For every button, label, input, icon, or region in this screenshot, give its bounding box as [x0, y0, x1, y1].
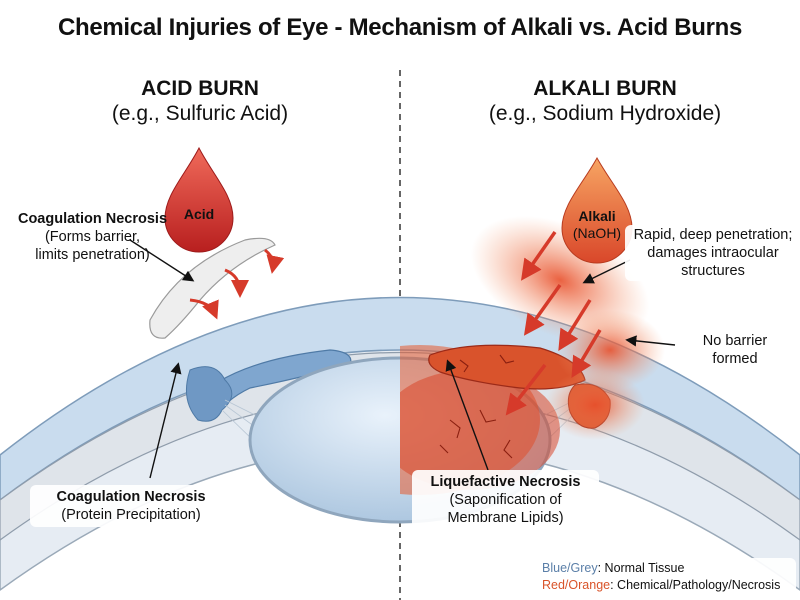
legend-normal-text: : Normal Tissue [597, 561, 685, 575]
alkali-example: (e.g., Sodium Hydroxide) [488, 102, 722, 125]
callout-line-penetration [582, 259, 631, 284]
alkali-necrosis-title: Liquefactive Necrosis [430, 474, 581, 490]
alkali-arrow-1 [520, 230, 557, 281]
alkali-barrier-line2: formed [712, 351, 758, 367]
acid-arrow-2 [224, 268, 249, 298]
legend-normal-key: Blue/Grey [542, 561, 598, 575]
alkali-arrow-4 [571, 329, 602, 379]
acid-drop-icon [164, 146, 234, 253]
acid-callout-top-line2: limits penetration) [35, 247, 150, 263]
alkali-penetration-line1: Rapid, deep penetration; [633, 227, 793, 243]
alkali-arrow-5 [505, 363, 547, 416]
acid-callout-top-title: Coagulation Necrosis [17, 211, 168, 227]
alkali-callout-penetration: Rapid, deep penetration; damages intraoc… [625, 225, 800, 281]
legend-pathology: Red/Orange: Chemical/Pathology/Necrosis [542, 577, 792, 594]
alkali-barrier-line1: No barrier [702, 333, 768, 349]
acid-heading-block: ACID BURN (e.g., Sulfuric Acid) [100, 76, 300, 126]
coagulation-plaque [149, 237, 276, 339]
legend: Blue/Grey: Normal Tissue Red/Orange: Che… [538, 558, 796, 596]
alkali-drop-label: Alkali [578, 208, 616, 224]
acid-arrow-1 [264, 248, 285, 274]
acid-callout-bottom-title: Coagulation Necrosis [56, 489, 206, 505]
callout-line-liquefactive [445, 359, 489, 471]
legend-normal: Blue/Grey: Normal Tissue [542, 560, 792, 577]
alkali-arrow-2 [523, 283, 562, 336]
alkali-drop-icon [561, 156, 633, 264]
acid-example: (e.g., Sulfuric Acid) [111, 102, 289, 125]
acid-callout-bottom-sub: (Protein Precipitation) [61, 507, 201, 523]
acid-heading: ACID BURN [141, 77, 259, 100]
acid-callout-top-line1: (Forms barrier, [44, 229, 141, 245]
acid-callout-top: Coagulation Necrosis (Forms barrier, lim… [10, 210, 175, 264]
alkali-drop-sub: (NaOH) [572, 225, 622, 241]
acid-arrow-3 [189, 298, 219, 320]
alkali-callout-barrier: No barrier formed [680, 332, 790, 368]
alkali-penetration-line3: structures [681, 263, 745, 279]
callout-line-barrier [625, 335, 676, 347]
alkali-drop-label-block: Alkali (NaOH) [562, 208, 632, 242]
alkali-necrosis-sub2: Membrane Lipids) [447, 510, 564, 526]
legend-pathology-text: : Chemical/Pathology/Necrosis [610, 578, 781, 592]
alkali-arrow-3 [558, 299, 592, 351]
acid-drop-label: Acid [183, 206, 215, 222]
alkali-callout-liquefactive: Liquefactive Necrosis (Saponification of… [412, 470, 599, 530]
legend-pathology-key: Red/Orange [542, 578, 611, 592]
page-title: Chemical Injuries of Eye - Mechanism of … [57, 14, 743, 41]
alkali-necrosis-sub1: (Saponification of [449, 492, 562, 508]
callout-line-acid-top [129, 239, 195, 282]
alkali-penetration-line2: damages intraocular [647, 245, 779, 261]
acid-callout-bottom: Coagulation Necrosis (Protein Precipitat… [30, 485, 232, 527]
callout-line-acid-bottom [149, 362, 182, 479]
alkali-heading: ALKALI BURN [533, 77, 677, 100]
alkali-heading-block: ALKALI BURN (e.g., Sodium Hydroxide) [480, 76, 730, 126]
